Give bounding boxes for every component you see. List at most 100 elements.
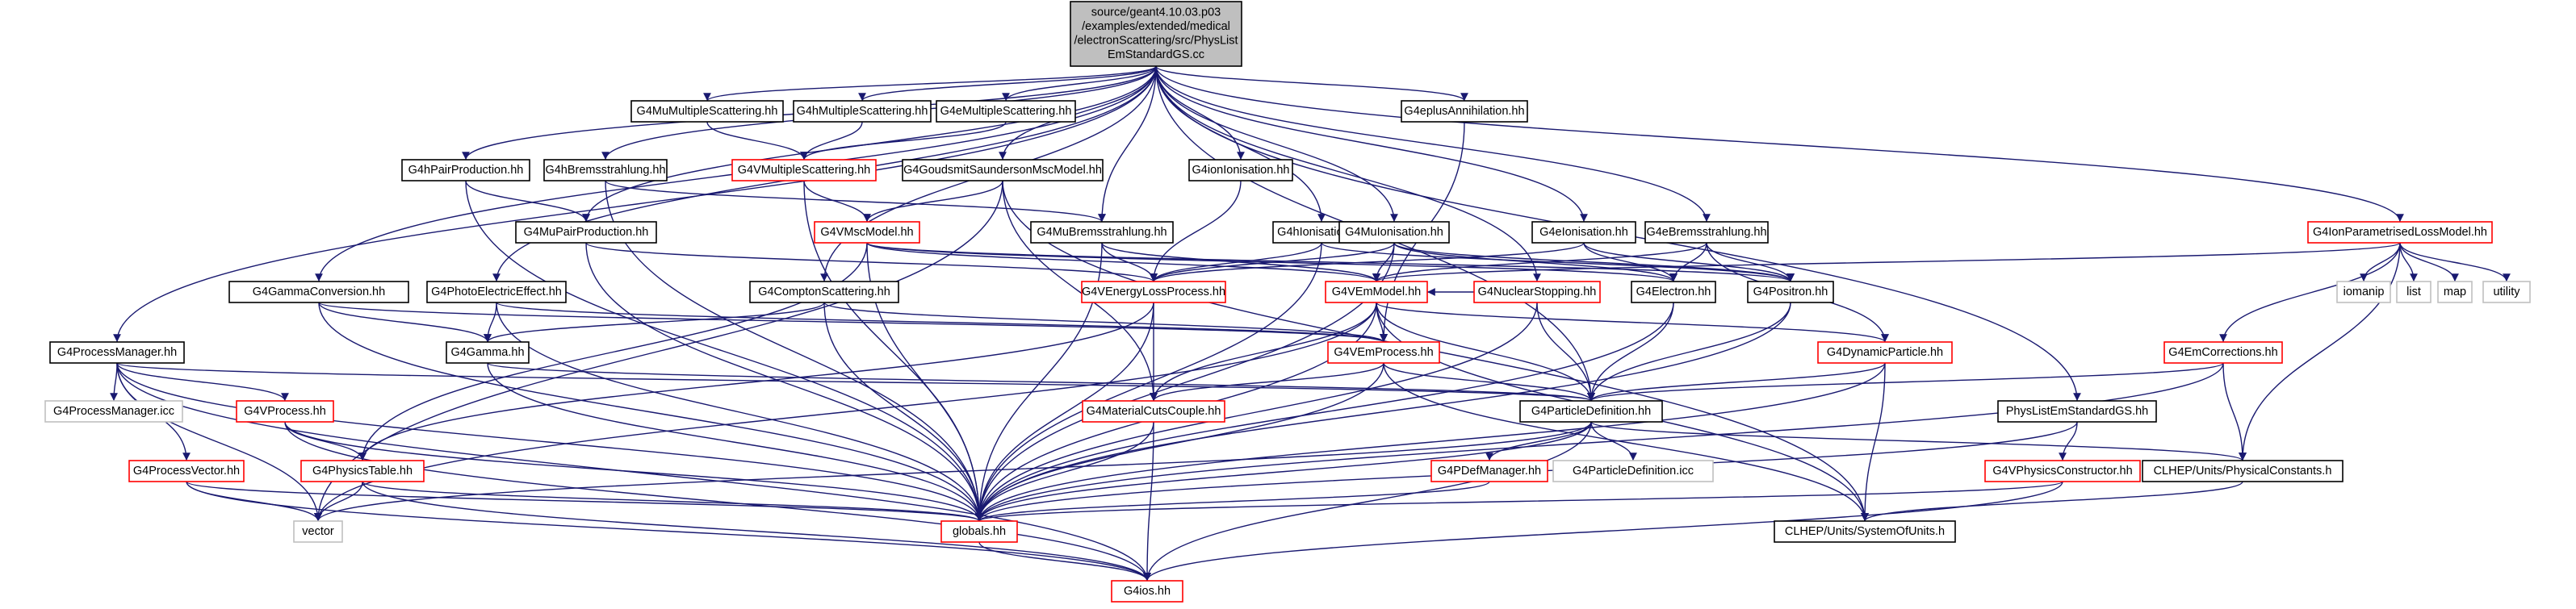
node-list[interactable]: list (2396, 281, 2431, 303)
edge-g4emultiplescattering-hh-to-g4vmultiplescattering-hh (800, 121, 1007, 161)
node-label: /examples/extended/medical (1082, 20, 1230, 33)
node-box (49, 341, 185, 364)
node-label: G4eBremsstrahlung.hh (1646, 226, 1766, 239)
node-box (543, 159, 668, 181)
node-g4processmanager-hh[interactable]: G4ProcessManager.hh (49, 341, 185, 364)
node-clhep-units-physicalconstants-h[interactable]: CLHEP/Units/PhysicalConstants.h (2142, 460, 2344, 482)
node-g4particledefinition-icc[interactable]: G4ParticleDefinition.icc (1552, 460, 1714, 482)
node-g4hbremsstrahlung-hh[interactable]: G4hBremsstrahlung.hh (543, 159, 668, 181)
node-label: G4MuBremsstrahlung.hh (1037, 226, 1167, 239)
node-g4particledefinition-hh[interactable]: G4ParticleDefinition.hh (1519, 400, 1663, 423)
node-g4mupairproduction-hh[interactable]: G4MuPairProduction.hh (515, 221, 657, 244)
node-box (1519, 400, 1663, 423)
node-box (446, 341, 530, 364)
edge-g4electron-hh-to-g4particledefinition-hh (1587, 302, 1674, 402)
node-g4vphysicsconstructor-hh[interactable]: G4VPhysicsConstructor.hh (1984, 460, 2141, 482)
node-clhep-units-systemofunits-h[interactable]: CLHEP/Units/SystemOfUnits.h (1774, 520, 1956, 543)
edge-g4processvector-hh-to-globals-hh (186, 481, 983, 522)
node-box (1473, 281, 1601, 303)
node-g4vprocess-hh[interactable]: G4VProcess.hh (236, 400, 334, 423)
edge-g4ionparametrisedlossmodel-hh-to-iomanip (2360, 242, 2401, 282)
node-g4comptonscattering-hh[interactable]: G4ComptonScattering.hh (749, 281, 899, 303)
node-g4mumultiplescattering-hh[interactable]: G4MuMultipleScattering.hh (630, 100, 784, 123)
node-g4ios-hh[interactable]: G4ios.hh (1111, 580, 1183, 603)
node-g4processmanager-icc[interactable]: G4ProcessManager.icc (44, 400, 183, 423)
node-g4hmultiplescattering-hh[interactable]: G4hMultipleScattering.hh (793, 100, 932, 123)
node-g4muionisation-hh[interactable]: G4MuIonisation.hh (1338, 221, 1450, 244)
node-label: G4VMultipleScattering.hh (738, 164, 870, 177)
node-box (814, 221, 920, 244)
node-g4vmscmodel-hh[interactable]: G4VMscModel.hh (814, 221, 920, 244)
node-box (236, 400, 334, 423)
node-g4positron-hh[interactable]: G4Positron.hh (1747, 281, 1834, 303)
node-g4ionparametrisedlossmodel-hh[interactable]: G4IonParametrisedLossModel.hh (2307, 221, 2493, 244)
node-label: G4hMultipleScattering.hh (797, 105, 928, 118)
node-g4emcorrections-hh[interactable]: G4EmCorrections.hh (2163, 341, 2283, 364)
node-label: vector (302, 525, 334, 538)
node-box (902, 159, 1104, 181)
edge-g4particledefinition-hh-to-g4particledefinition-icc (1590, 421, 1637, 461)
node-label: G4PDefManager.hh (1438, 465, 1541, 478)
node-g4emultiplescattering-hh[interactable]: G4eMultipleScattering.hh (936, 100, 1076, 123)
node-g4ionionisation-hh[interactable]: G4ionIonisation.hh (1188, 159, 1293, 181)
node-g4eionisation-hh[interactable]: G4eIonisation.hh (1531, 221, 1636, 244)
edge-g4gammaconversion-hh-to-g4gamma-hh (318, 302, 492, 343)
node-g4dynamicparticle-hh[interactable]: G4DynamicParticle.hh (1817, 341, 1953, 364)
node-g4gamma-hh[interactable]: G4Gamma.hh (446, 341, 530, 364)
node-g4nuclearstopping-hh[interactable]: G4NuclearStopping.hh (1473, 281, 1601, 303)
edge-clhep-units-physicalconstants-h-to-clhep-units-systemofunits-h (1861, 481, 2243, 522)
node-box (1774, 520, 1956, 543)
node-g4vemmodel-hh[interactable]: G4VEmModel.hh (1325, 281, 1428, 303)
node-g4goudsmitsaundersonmscmodel-hh[interactable]: G4GoudsmitSaundersonMscModel.hh (902, 159, 1104, 181)
node-label: CLHEP/Units/PhysicalConstants.h (2154, 465, 2332, 478)
node-g4pdefmanager-hh[interactable]: G4PDefManager.hh (1430, 460, 1548, 482)
node-box (401, 159, 530, 181)
node-map[interactable]: map (2437, 281, 2473, 303)
node-globals-hh[interactable]: globals.hh (940, 520, 1018, 543)
edge-g4positron-hh-to-g4particledefinition-hh (1587, 302, 1791, 402)
node-g4mubremsstrahlung-hh[interactable]: G4MuBremsstrahlung.hh (1030, 221, 1174, 244)
node-label: G4ios.hh (1124, 585, 1171, 598)
node-box (1070, 1, 1242, 67)
node-g4electron-hh[interactable]: G4Electron.hh (1631, 281, 1716, 303)
node-g4vemprocess-hh[interactable]: G4VEmProcess.hh (1327, 341, 1440, 364)
edge-g4dynamicparticle-hh-to-g4particledefinition-hh (1587, 362, 1886, 402)
node-g4vmultiplescattering-hh[interactable]: G4VMultipleScattering.hh (731, 159, 877, 181)
node-vector[interactable]: vector (293, 520, 343, 543)
node-g4ebremsstrahlung-hh[interactable]: G4eBremsstrahlung.hh (1644, 221, 1769, 244)
node-label: PhysListEmStandardGS.hh (2006, 405, 2149, 418)
node-box (2396, 281, 2431, 303)
node-g4processvector-hh[interactable]: G4ProcessVector.hh (128, 460, 245, 482)
node-physlistemstandardgs-hh[interactable]: PhysListEmStandardGS.hh (1997, 400, 2157, 423)
node-label: utility (2493, 286, 2520, 298)
node-utility[interactable]: utility (2482, 281, 2531, 303)
edge-g4ionparametrisedlossmodel-hh-to-clhep-units-physicalconstants-h (2239, 242, 2401, 461)
node-source-file[interactable]: source/geant4.10.03.p03/examples/extende… (1070, 1, 1242, 67)
node-label: G4DynamicParticle.hh (1827, 346, 1943, 359)
node-box (749, 281, 899, 303)
node-g4gammaconversion-hh[interactable]: G4GammaConversion.hh (228, 281, 409, 303)
edge-g4vemprocess-hh-to-globals-hh (975, 362, 1384, 522)
node-g4hpairproduction-hh[interactable]: G4hPairProduction.hh (401, 159, 530, 181)
edge-source-file-to-g4nuclearstopping-hh (1155, 65, 1541, 282)
node-box (1997, 400, 2157, 423)
node-g4physicstable-hh[interactable]: G4PhysicsTable.hh (300, 460, 425, 482)
node-g4venergylossprocess-hh[interactable]: G4VEnergyLossProcess.hh (1081, 281, 1226, 303)
edge-g4vmscmodel-hh-to-g4positron-hh (866, 242, 1795, 282)
edge-physlistemstandardgs-hh-to-g4vphysicsconstructor-hh (2059, 421, 2078, 461)
node-label: G4Gamma.hh (450, 346, 524, 359)
node-label: G4GoudsmitSaundersonMscModel.hh (903, 164, 1102, 177)
edge-g4particledefinition-hh-to-vector (314, 421, 1592, 522)
node-g4photoelectriceffect-hh[interactable]: G4PhotoElectricEffect.hh (426, 281, 567, 303)
node-iomanip[interactable]: iomanip (2336, 281, 2391, 303)
edge-source-file-to-g4emultiplescattering-hh (1002, 65, 1157, 102)
node-box (1401, 100, 1528, 123)
node-box (2482, 281, 2531, 303)
node-g4eplusannihilation-hh[interactable]: G4eplusAnnihilation.hh (1401, 100, 1528, 123)
node-g4materialcutscouple-hh[interactable]: G4MaterialCutsCouple.hh (1082, 400, 1225, 423)
edge-source-file-to-g4mubremsstrahlung-hh (1098, 65, 1157, 223)
edge-g4hionisation-hh-to-g4venergylossprocess-hh (1150, 242, 1322, 282)
edge-g4physicstable-hh-to-g4ios-hh (362, 481, 1151, 582)
edge-g4eionisation-hh-to-g4venergylossprocess-hh (1150, 242, 1585, 282)
node-label: G4GammaConversion.hh (253, 286, 385, 298)
